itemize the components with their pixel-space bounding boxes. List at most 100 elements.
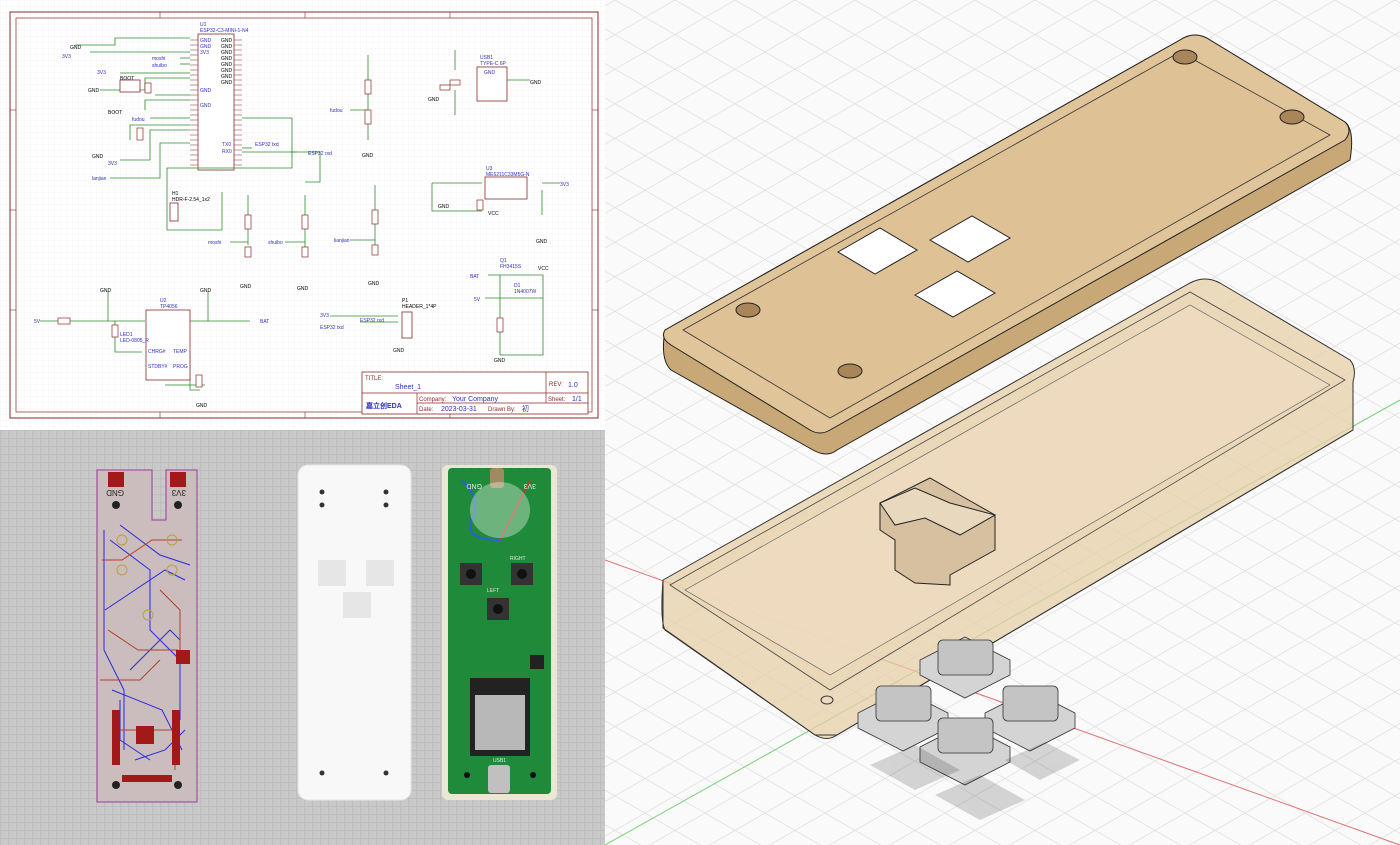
schematic-label: GND [438,204,450,210]
schematic-label: GND [200,103,212,109]
cad-3d-viewport[interactable] [605,0,1400,845]
schematic-label: ESP32 txd [320,325,344,331]
schematic-label: TEMP [173,349,188,355]
schematic-label: GND [200,88,212,94]
schematic-label: 1/1 [572,396,582,403]
schematic-label: Q1 [500,258,507,264]
schematic-label: H1 [172,191,179,197]
schematic-label: RIGHT [510,556,526,562]
schematic-label: U2 [160,298,167,304]
schematic-label: ESP32 rxd [360,318,384,324]
schematic-label: GND [240,284,252,290]
schematic-label: 1N4007W [514,289,537,295]
schematic-label: USB1 [480,55,493,61]
schematic-label: GND [530,80,542,86]
schematic-label: ME6211C33M5G-N [486,172,530,178]
schematic-panel: U1 ESP32-C3-MINI-1-N4 GND GND 3V3 GND GN… [0,0,605,428]
schematic-label: TYPE-C 6P [480,61,507,67]
title-block: TITLE: Sheet_1 REV: 1.0 Company: Your Co… [361,371,589,415]
schematic-label: GND [428,97,440,103]
schematic-label: VCC [488,211,499,217]
schematic-label: GND [221,74,233,80]
schematic-label: REV: [549,382,563,388]
pcb-layout: GND 3V3 [96,469,198,803]
schematic-label: lianjian [334,238,350,244]
schematic-label: HDR-F-2.54_1x2 [172,197,210,203]
schematic-label: ESP32-C3-MINI-1-N4 [200,28,249,34]
schematic-label: BAT [260,319,269,325]
schematic-label: BOOT [108,110,122,116]
schematic-label: GND [221,68,233,74]
schematic-label: 5V [474,297,481,303]
schematic-label: 3V3 [97,70,106,76]
ic-symbols [119,66,528,381]
schematic-label: PROG [173,364,188,370]
schematic-label: Sheet: [548,397,566,403]
schematic-label: LED1 [120,332,133,338]
schematic-label: GND [221,62,233,68]
esp32-module-symbol: U1 ESP32-C3-MINI-1-N4 GND GND 3V3 GND GN… [190,22,249,171]
schematic-label: moshi [208,240,221,246]
schematic-label: shuibo [268,240,283,246]
schematic-label: D1 [514,283,521,289]
schematic-label: 3V3 [108,161,117,167]
schematic-label: GND [484,70,496,76]
schematic-label: TX0 [222,142,231,148]
schematic-wires [40,37,560,391]
schematic-label: Company: [419,397,447,403]
schematic-label: BAT [470,274,479,280]
schematic-label: GND [297,286,309,292]
schematic-label: shuibo [152,63,167,69]
enclosure-3d-model[interactable] [605,0,1400,845]
schematic-label: GND [196,403,208,409]
schematic-label: fudou [330,108,343,114]
top-lid[interactable] [663,34,1353,455]
schematic-label: Date: [419,407,434,413]
schematic-label: GND [221,38,233,44]
assembled-pcb-photo: GND 3V3 LEFT RIGHT USB1 [442,465,557,800]
schematic-label: Sheet_1 [395,384,421,391]
schematic-label: 2023-03-31 [441,406,477,413]
schematic-label: GND [393,348,405,354]
pcb-photos-panel: GND 3V3 GND [0,430,605,845]
eda-logo: 嘉立创EDA [365,401,402,410]
schematic-label: lanjian [92,176,107,182]
schematic-label: GND [200,44,212,50]
schematic-label: LED-0805_R [120,338,149,344]
resistor-symbols [57,79,504,388]
schematic-label: GND [221,50,233,56]
pcb-layout-drawing: GND 3V3 GND [96,464,557,803]
schematic-label: BOOT [120,76,134,82]
schematic-label: GND [200,288,212,294]
schematic-label: GND [221,56,233,62]
bottom-case[interactable] [661,278,1355,739]
schematic-label: GND [362,153,374,159]
schematic-label: GND [106,488,124,497]
schematic-label: P1 [402,298,408,304]
schematic-label: CHRG# [148,349,166,355]
schematic-label: moshi [152,56,165,62]
schematic-label: FH3415S [500,264,522,270]
keycap-buttons[interactable] [857,636,1080,820]
schematic-label: GND [100,288,112,294]
schematic-label: 3V3 [200,50,209,56]
schematic-label: 3V3 [320,313,329,319]
schematic-label: GND [221,44,233,50]
schematic-label: 3V3 [171,488,186,497]
schematic-label: ESP32 rxd [308,151,332,157]
printed-cover-photo [297,464,412,801]
schematic-label: LEFT [487,588,499,594]
schematic-label: Drawn By: [488,407,516,413]
schematic-label: VCC [538,266,549,272]
schematic-label: TITLE: [365,376,383,382]
schematic-label: 3V3 [523,482,536,489]
dpad-button[interactable] [879,477,997,586]
schematic-label: 3V3 [62,54,71,60]
schematic-label: U3 [486,166,493,172]
schematic-label: ESP32 txd [255,142,279,148]
schematic-label: GND [92,154,104,160]
sheet-frame [9,11,599,419]
schematic-label: GND [368,281,380,287]
schematic-label: 1.0 [568,382,578,389]
schematic-label: Your Company [452,396,499,403]
